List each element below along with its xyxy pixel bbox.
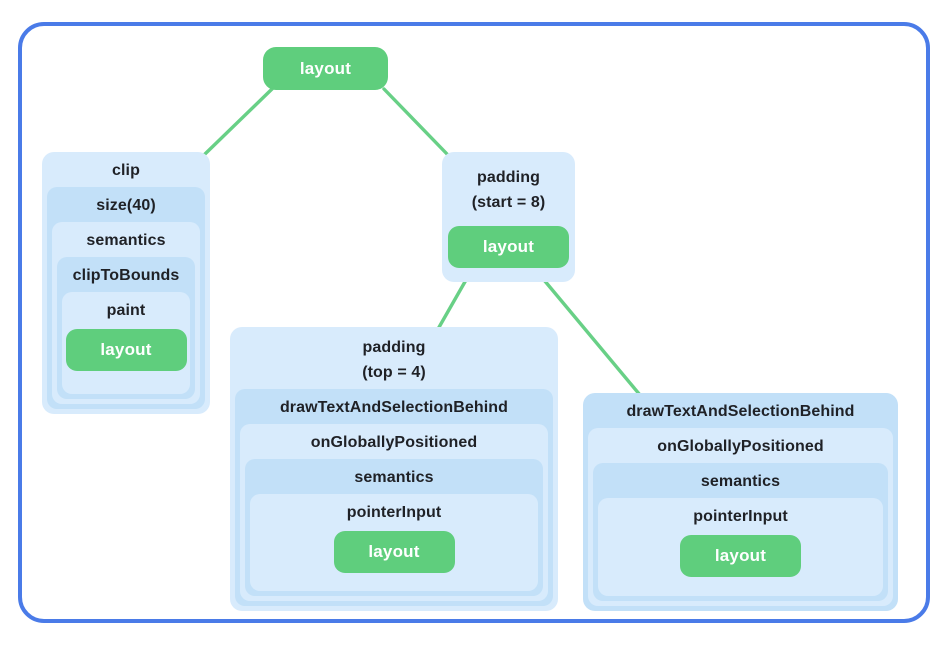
node-cliptobounds: clipToBounds paint layout xyxy=(57,257,195,399)
node-paint: paint layout xyxy=(62,292,190,394)
node-padding-start-label: padding (start = 8) xyxy=(471,169,546,211)
node-ongloballypositioned: onGloballyPositioned semantics pointerIn… xyxy=(588,428,893,606)
node-semantics: semantics pointerInput layout xyxy=(245,459,543,596)
node-layout-leaf: layout xyxy=(680,535,801,577)
padding-start-node: padding (start = 8) layout xyxy=(442,152,575,282)
node-layout-leaf: layout xyxy=(448,226,569,268)
right-modifier-stack: drawTextAndSelectionBehind onGloballyPos… xyxy=(583,393,898,611)
node-pointerinput-label: pointerInput xyxy=(346,504,442,521)
node-pointerinput: pointerInput layout xyxy=(250,494,538,591)
node-semantics: semantics clipToBounds paint layout xyxy=(52,222,200,404)
padding-top-modifier-stack: padding (top = 4) drawTextAndSelectionBe… xyxy=(230,327,558,611)
node-paint-label: paint xyxy=(106,302,146,319)
node-padding-top-label: padding (top = 4) xyxy=(362,339,426,381)
node-layout-leaf: layout xyxy=(65,329,187,371)
node-drawtext-label: drawTextAndSelectionBehind xyxy=(626,403,855,420)
node-size-label: size(40) xyxy=(96,197,156,214)
node-size: size(40) semantics clipToBounds paint la… xyxy=(47,187,205,409)
node-drawtext: drawTextAndSelectionBehind onGloballyPos… xyxy=(235,389,553,606)
clip-modifier-stack: clip size(40) semantics clipToBounds pai… xyxy=(42,152,210,414)
node-layout-leaf: layout xyxy=(333,531,455,573)
node-semantics-label: semantics xyxy=(86,232,166,249)
node-ongloballypositioned-label: onGloballyPositioned xyxy=(657,438,824,455)
node-semantics: semantics pointerInput layout xyxy=(593,463,888,601)
node-semantics-label: semantics xyxy=(700,473,781,490)
diagram-border xyxy=(18,22,930,623)
node-ongloballypositioned: onGloballyPositioned semantics pointerIn… xyxy=(240,424,548,601)
node-ongloballypositioned-label: onGloballyPositioned xyxy=(310,434,478,451)
node-root-layout: layout xyxy=(263,47,388,90)
node-pointerinput-label: pointerInput xyxy=(693,508,788,525)
node-clip-label: clip xyxy=(112,162,140,179)
node-pointerinput: pointerInput layout xyxy=(598,498,883,596)
node-padding-start: padding (start = 8) layout xyxy=(442,152,575,282)
node-semantics-label: semantics xyxy=(354,469,434,486)
node-clip: clip size(40) semantics clipToBounds pai… xyxy=(42,152,210,414)
node-padding-top: padding (top = 4) drawTextAndSelectionBe… xyxy=(230,327,558,611)
node-cliptobounds-label: clipToBounds xyxy=(72,267,180,284)
node-drawtext-label: drawTextAndSelectionBehind xyxy=(279,399,509,416)
node-drawtext: drawTextAndSelectionBehind onGloballyPos… xyxy=(583,393,898,611)
